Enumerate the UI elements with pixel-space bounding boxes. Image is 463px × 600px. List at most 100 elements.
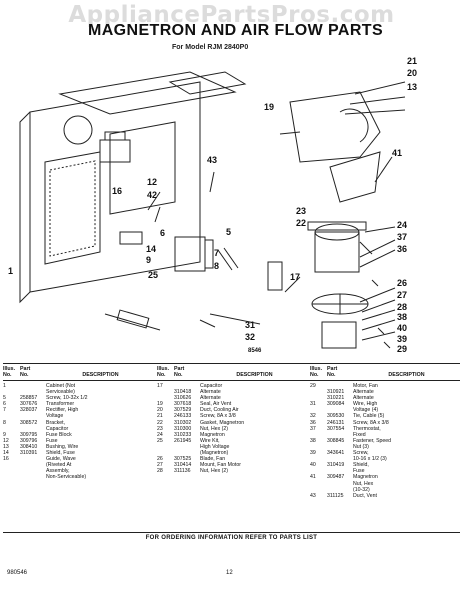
diagram-code: 8546 [248,348,262,354]
callout-20: 20 [407,68,417,78]
cell-illus-no: 14 [3,450,9,457]
cell-description: Blade, Fan [200,456,226,463]
cell-part-no [20,456,46,480]
callout-24: 24 [397,220,407,230]
cell-illus-no: 17 [157,383,163,389]
cell-illus-no: 7 [3,407,6,414]
callout-38: 38 [397,312,407,322]
cell-description: Tie, Cable (5) [353,413,385,420]
callout-41: 41 [392,148,402,158]
cell-part-no: 308410 [20,443,38,450]
header-description: DESCRIPTION [388,372,425,378]
table-row: 16 Guide, Wave (Riveted At Assembly, Non-… [3,456,155,480]
cell-description: Screw, 10-16 x 1/2 (3) [353,450,387,463]
table-row: 28 311136 Nut, Hex (2) [157,468,309,474]
callout-29: 29 [397,344,407,354]
cell-description: Duct, Cooling Air [200,407,239,414]
cell-part-no: 307554 [327,425,345,432]
callout-19: 19 [264,102,274,112]
cell-description: Thermostat, Fixed [353,425,381,438]
cell-illus-no: 16 [3,456,9,463]
callout-25: 25 [148,270,158,280]
cell-description: Guide, Wave (Riveted At Assembly, Non-Se… [46,456,87,481]
callout-22: 22 [296,218,306,228]
header-description: DESCRIPTION [236,372,273,378]
cell-part-no: 309084 [327,401,345,408]
callout-31: 31 [245,320,255,330]
cell-description: Wire, High Voltage (4) [353,401,379,414]
cell-description: Alternate [200,389,221,396]
model-line: For Model RJM 2840P0 [172,44,249,51]
callout-43: 43 [207,155,217,165]
cell-description: Screw, 8A x 3/8 [200,413,236,420]
cell-part-no: 311136 [174,468,191,475]
cell-part-no: 310300 [174,425,192,432]
cell-illus-no: 8 [3,419,6,426]
cell-illus-no: 40 [310,462,316,469]
cell-description: Bushing, Wire [46,443,79,450]
cell-illus-no: 22 [157,419,163,426]
document-number: 980546 [7,570,28,576]
header-part: Part No. [174,366,185,378]
cell-description: Fastener, Speed Nut (3) [353,437,392,450]
cell-description: Mount, Fan Motor [200,462,241,469]
cell-illus-no: 41 [310,474,316,481]
table-row: 37 307554 Thermostat, Fixed [310,426,460,438]
cell-illus-no: 24 [157,431,163,438]
cell-illus-no: 19 [157,401,163,408]
page-number: 12 [226,570,233,576]
table-column-3-header: Illus. No. Part No. DESCRIPTION [310,363,460,379]
cell-part-no: 308572 [20,419,38,426]
cell-part-no: 309487 [327,474,345,481]
cell-part-no: 310418 [174,389,192,396]
cell-description: Magnetron [200,431,225,438]
cell-part-no: 310414 [174,462,192,469]
callout-7: 7 [214,248,219,258]
cell-illus-no: 13 [3,443,9,450]
cell-description: Alternate [353,395,374,402]
table-column-1-header: Illus. No. Part No. DESCRIPTION [3,363,155,379]
cell-part-no: 307529 [174,407,192,414]
cell-illus-no: 23 [157,425,163,432]
cell-part-no: 328037 [20,407,38,414]
cell-part-no: 307676 [20,401,38,408]
table-row: 310418 Alternate [157,389,309,395]
cell-part-no: 309530 [327,413,345,420]
callout-1: 1 [8,266,13,276]
cell-part-no: 310419 [327,462,345,469]
magnetron-drawing [314,231,360,273]
watermark: AppliancePartsPros.com [68,2,395,28]
transformer-drawing [99,139,131,163]
cell-illus-no: 5 [3,395,6,402]
header-part: Part No. [327,366,338,378]
cell-description: Screw, 10-32x 1/2 [46,395,88,402]
cell-part-no: 246133 [174,413,192,420]
cell-illus-no: 37 [310,425,316,432]
fan-motor-drawing [321,321,357,349]
callout-36: 36 [397,244,407,254]
cell-description: Bracket, Capacitor [46,419,69,432]
callout-28: 28 [397,302,407,312]
table-row: 13 308410 Bushing, Wire [3,444,155,450]
cell-part-no: 311125 [327,492,344,499]
cell-illus-no: 28 [157,468,163,475]
header-part: Part No. [20,366,31,378]
cell-description: Nut, Hex (2) [200,468,228,475]
